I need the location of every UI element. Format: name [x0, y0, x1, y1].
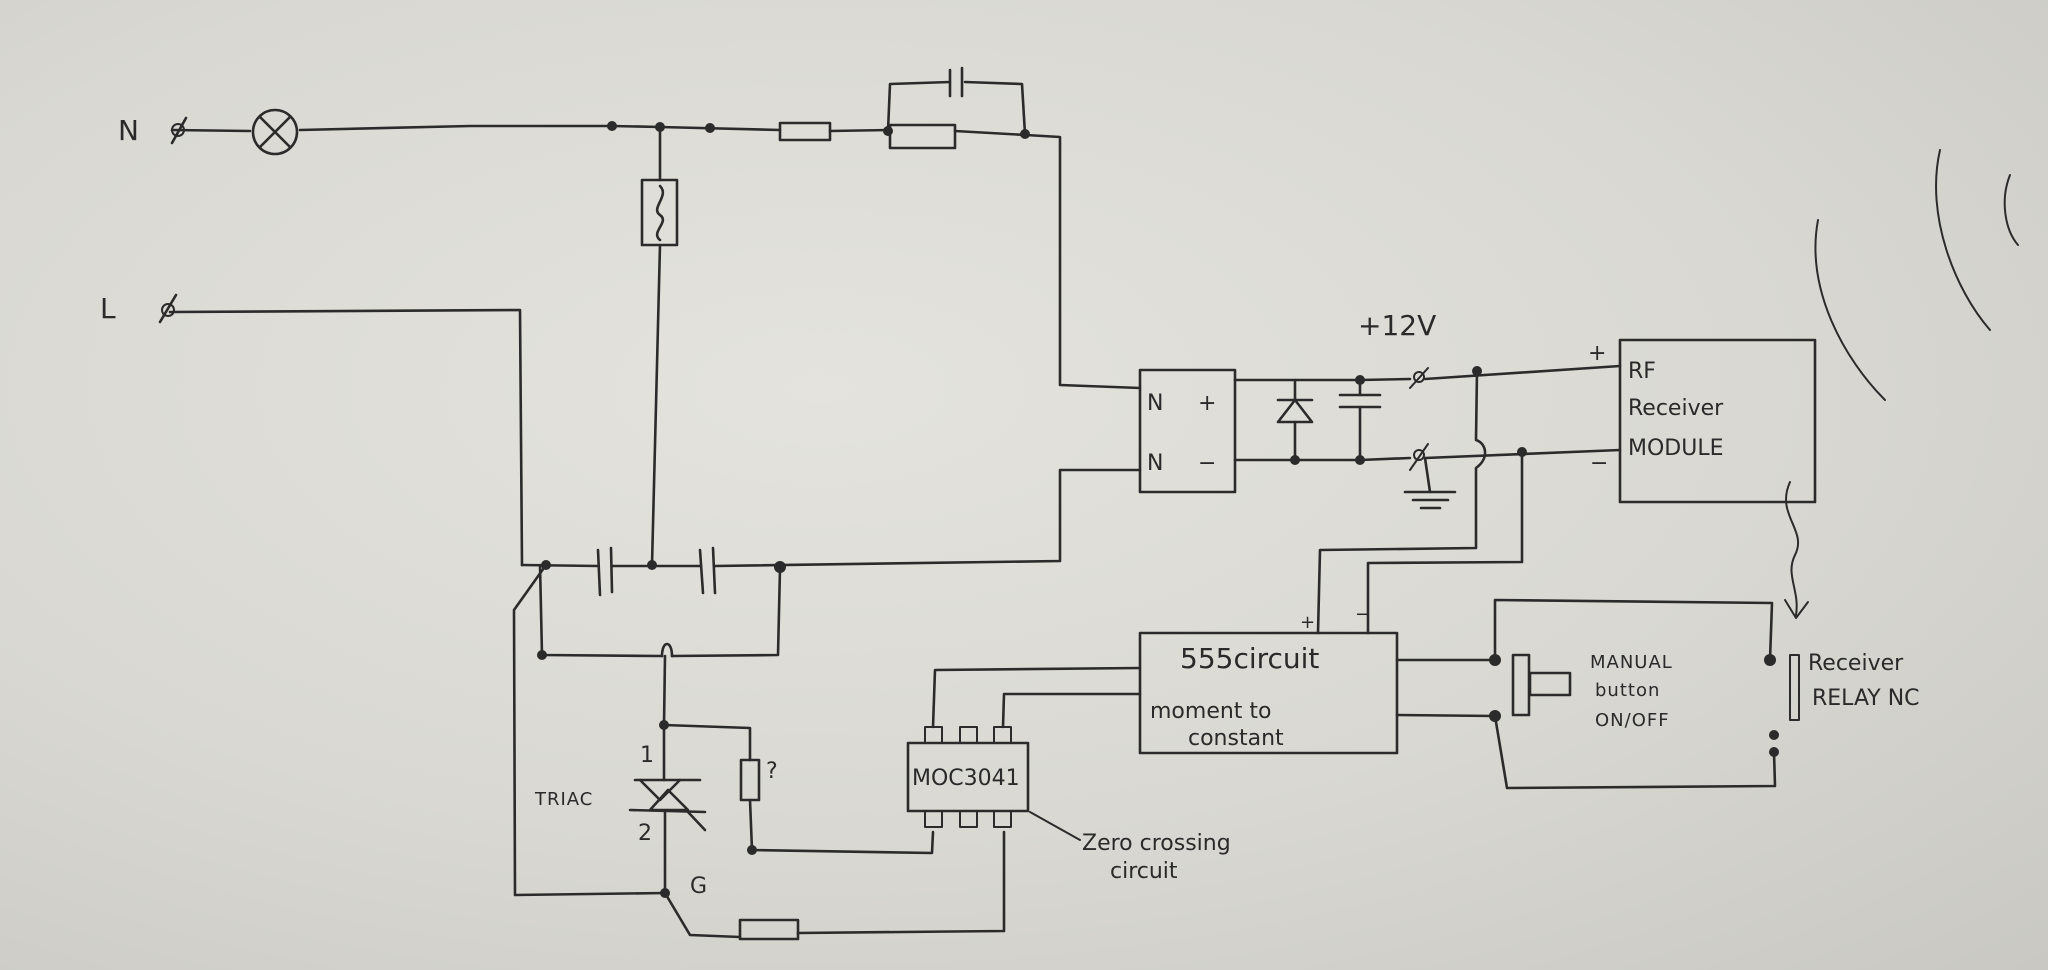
triac-label: TRIAC — [534, 789, 593, 810]
relay-label-line2: RELAY NC — [1812, 686, 1920, 711]
manual-button-box — [1493, 598, 1777, 790]
power-n-bottom-label: N — [1147, 451, 1163, 476]
555-label-line3: constant — [1188, 726, 1284, 751]
power-minus-label: − — [1198, 451, 1216, 476]
resistor-icon — [738, 918, 800, 941]
junction-dot — [1769, 730, 1779, 740]
capacitor-icon — [1338, 378, 1382, 462]
triac-icon — [628, 723, 707, 895]
ground-icon — [1403, 456, 1457, 510]
neutral-label: N — [118, 114, 139, 147]
zero-crossing-label-line2: circuit — [1110, 859, 1178, 884]
555-circuit-box — [1138, 631, 1399, 755]
resistor-icon — [888, 123, 957, 150]
rf-label-line3: MODULE — [1628, 436, 1724, 461]
555-label-line2: moment to — [1150, 699, 1272, 724]
junction-dot — [705, 123, 715, 133]
triac-pin2-label: 2 — [638, 821, 652, 846]
terminal-mark — [1413, 371, 1425, 383]
relay-contact-icon — [1789, 654, 1800, 721]
power-supply-box — [1138, 368, 1237, 494]
junction-dot — [1769, 747, 1779, 757]
relay-label-line1: Receiver — [1808, 651, 1904, 676]
junction-dot — [1355, 375, 1365, 385]
capacitor-icon — [886, 66, 1027, 136]
rf-label-line2: Receiver — [1628, 396, 1724, 421]
neutral-terminal-icon — [170, 116, 188, 145]
junction-dot — [647, 560, 657, 570]
line-label: L — [100, 292, 116, 325]
power-plus-label: + — [1198, 391, 1216, 416]
junction-dot — [607, 121, 617, 131]
line-terminal-icon — [158, 293, 178, 324]
power-n-top-label: N — [1147, 391, 1163, 416]
junction-dot — [1290, 455, 1300, 465]
resistor-icon — [739, 758, 761, 802]
moc-label: MOC3041 — [912, 766, 1020, 791]
rf-plus-label: + — [1588, 341, 1606, 366]
555-minus-label: − — [1355, 604, 1371, 625]
plus-12v-label: +12V — [1358, 309, 1436, 342]
zero-crossing-label-line1: Zero crossing — [1082, 831, 1231, 856]
triac-pin1-label: 1 — [640, 743, 654, 768]
junction-dot — [1355, 455, 1365, 465]
unknown-resistor-label: ? — [766, 759, 778, 784]
resistor-icon — [778, 121, 832, 142]
555-label-line1: 555circuit — [1180, 642, 1319, 675]
lamp-icon — [251, 108, 299, 156]
junction-dot — [660, 888, 670, 898]
junction-dot — [537, 650, 547, 660]
triac-gate-label: G — [690, 874, 707, 899]
555-plus-label: + — [1300, 612, 1316, 633]
junction-dot — [774, 561, 786, 573]
rf-minus-label: − — [1590, 451, 1608, 476]
capacitor-bank — [520, 468, 1142, 658]
rf-label-line1: RF — [1628, 359, 1656, 384]
signal-arrow-icon — [1785, 481, 1800, 616]
fuse-icon — [640, 178, 679, 247]
diode-icon — [1276, 378, 1314, 462]
terminal-mark — [1409, 367, 1429, 389]
switch-icon — [1511, 653, 1572, 717]
button-label-line3: ON/OFF — [1595, 710, 1670, 731]
neutral-rail — [170, 124, 1028, 137]
rf-receiver-box — [1618, 338, 1817, 504]
junction-dot — [1764, 654, 1776, 666]
button-label-line2: button — [1595, 680, 1660, 701]
antenna-waves-icon — [1814, 149, 2019, 401]
button-label-line1: MANUAL — [1590, 652, 1673, 673]
junction-dot — [747, 845, 757, 855]
